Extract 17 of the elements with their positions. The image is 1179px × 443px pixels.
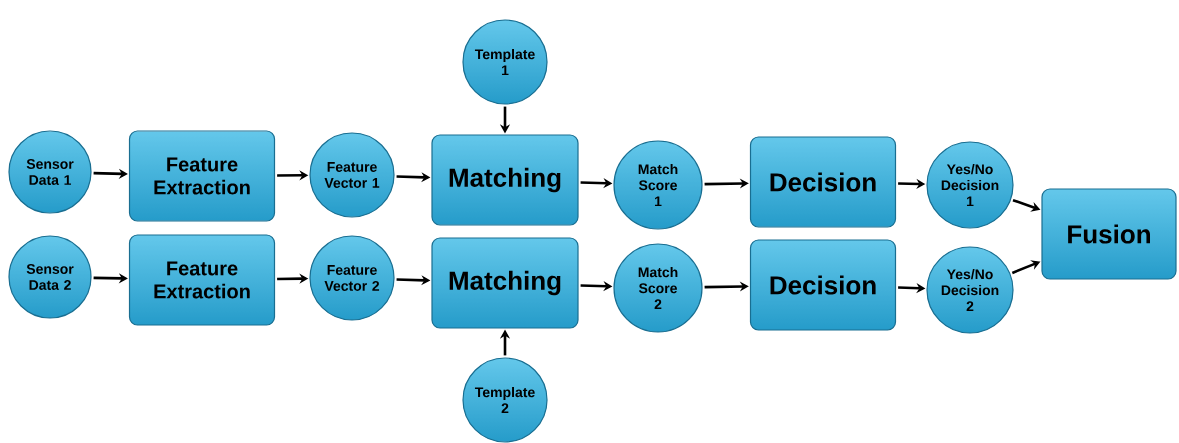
circle-node: Match Score 2 — [613, 243, 703, 333]
circle-node: Sensor Data 2 — [8, 235, 92, 319]
process-box: Feature Extraction — [128, 130, 276, 222]
process-box: Matching — [431, 134, 579, 226]
circle-node: Feature Vector 1 — [309, 132, 395, 218]
circle-node: Feature Vector 2 — [309, 235, 395, 321]
circle-node: Yes/No Decision 1 — [926, 141, 1014, 229]
process-box: Fusion — [1041, 188, 1177, 280]
circle-node: Sensor Data 1 — [8, 130, 92, 214]
process-box: Decision — [749, 239, 897, 331]
circle-node: Yes/No Decision 2 — [926, 246, 1014, 334]
process-box: Feature Extraction — [128, 234, 276, 326]
process-box: Matching — [431, 237, 579, 329]
circle-node: Match Score 1 — [613, 140, 703, 230]
circle-node: Template 2 — [462, 357, 548, 443]
circle-node: Template 1 — [462, 19, 548, 105]
process-box: Decision — [749, 136, 897, 228]
